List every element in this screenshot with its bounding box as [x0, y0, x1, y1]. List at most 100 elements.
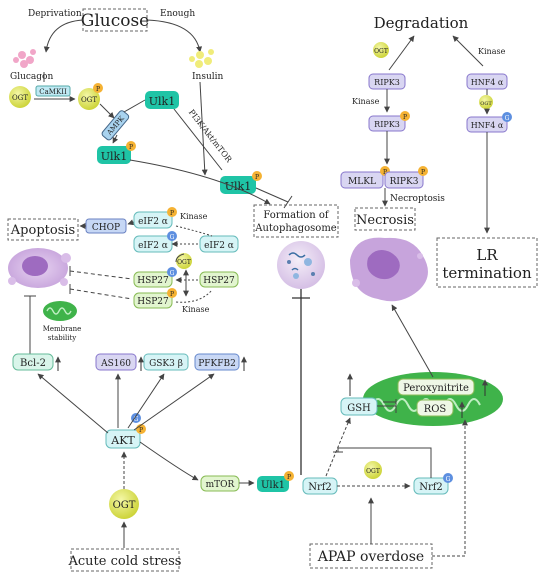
ulk1-box-right — [220, 176, 256, 194]
insulin-molecule-icon — [189, 49, 214, 68]
eif2a-p-box — [133, 211, 173, 229]
hsp27-p-box — [133, 292, 173, 309]
kinase-label-1: Kinase — [180, 212, 208, 221]
lr-termination-box — [436, 237, 538, 288]
ogt-circle-hsp — [176, 253, 192, 269]
kinase-label-4: Kinase — [352, 97, 380, 106]
p-badge: P — [96, 86, 100, 93]
p-badge: P — [255, 174, 259, 181]
mtor-label: mTOR — [206, 480, 235, 490]
ripk3-box-bottom — [384, 171, 424, 189]
deprivation-label: Deprivation — [28, 9, 82, 19]
ros-box — [416, 399, 454, 417]
apoptosis-label: Apoptosis — [10, 223, 75, 238]
pfkfb2-label: PFKFB2 — [198, 359, 236, 369]
g-badge: G — [505, 115, 510, 122]
insulin-label: Insulin — [192, 72, 224, 82]
ogt-label-5: OGT — [374, 48, 388, 55]
eif2a-box-right — [199, 235, 239, 253]
g-badge: G — [170, 234, 175, 241]
apoptosis-box — [7, 218, 79, 241]
lr-label-1: LR — [476, 246, 498, 264]
gsk3b-label: GSK3 β — [149, 359, 183, 369]
g-badge: G — [170, 270, 175, 277]
g-badge: G — [134, 416, 139, 423]
peroxynitrite-box — [397, 378, 475, 396]
nrf2-label-1: Nrf2 — [308, 482, 332, 493]
glucose-label: Glucose — [81, 11, 150, 31]
pfkfb2-box — [194, 353, 240, 371]
camkii-box — [35, 85, 71, 97]
p-badge: P — [421, 169, 425, 176]
membrane-label-2: stability — [48, 334, 77, 342]
autophagosome-icon — [277, 241, 325, 289]
ros-label: ROS — [424, 404, 447, 415]
ulk1-box-left — [97, 146, 131, 164]
as160-box — [95, 353, 137, 371]
glucagon-label: Glucagon — [10, 72, 53, 82]
hsp27-label-1: HSP27 — [137, 276, 169, 286]
ogt-label-6: OGT — [480, 101, 492, 107]
kinase-label-3: Kinase — [478, 47, 506, 56]
hsp27-label-3: HSP27 — [137, 297, 169, 307]
bcl2-box — [12, 353, 54, 371]
mlkl-box — [340, 171, 384, 189]
gsh-label: GSH — [347, 403, 371, 414]
kinase-label-2: Kinase — [182, 305, 210, 314]
eif2a-label-3: eIF2 α — [204, 241, 234, 251]
g-badge: G — [446, 476, 451, 483]
glucagon-molecule-icon — [13, 49, 36, 68]
enough-label: Enough — [160, 9, 195, 19]
ogt-circle-hnf — [479, 95, 493, 109]
chop-label: CHOP — [92, 223, 120, 233]
ogt-circle-degradation — [373, 42, 389, 58]
ogt-label-3: OGT — [177, 259, 191, 266]
gsk3b-box — [143, 353, 189, 371]
nrf2-label-2: Nrf2 — [419, 482, 443, 493]
ampk-box — [101, 110, 130, 141]
hsp27-box-right — [199, 271, 239, 288]
ogt-circle-nrf — [364, 461, 382, 479]
necroptosis-label: Necroptosis — [390, 194, 445, 204]
ogt-label-1: OGT — [12, 94, 28, 102]
camkii-label: CaMKII — [39, 88, 67, 96]
formation-box — [253, 204, 339, 238]
ogt-label-2: OGT — [81, 96, 97, 104]
ogt-circle-glucagon — [9, 86, 31, 108]
hnf4a-label-1: HNF4 α — [471, 78, 504, 87]
formation-label-2: Autophagosome — [254, 223, 337, 234]
hnf4a-label-2: HNF4 α — [471, 121, 504, 130]
as160-label: AS160 — [100, 359, 131, 369]
ripk3-label-3: RIPK3 — [390, 177, 419, 187]
formation-label-1: Formation of — [263, 210, 330, 221]
p-badge: P — [170, 291, 174, 298]
ripk3-label-1: RIPK3 — [374, 78, 400, 87]
eif2a-label-1: eIF2 α — [138, 217, 168, 227]
membrane-label-1: Membrane — [43, 325, 82, 333]
ripk3-label-2: RIPK3 — [374, 120, 400, 129]
akt-label: AKT — [110, 434, 135, 447]
necrosis-box — [354, 207, 416, 231]
p-badge: P — [170, 210, 174, 217]
ogt-circle-p — [78, 88, 100, 110]
acute-cold-stress-label: Acute cold stress — [68, 554, 182, 569]
hsp27-g-box — [133, 271, 173, 288]
ogt-label-4: OGT — [113, 500, 136, 511]
pi3k-label: PI3K/Akt/mTOR — [187, 108, 234, 165]
ulk1-label-bottom: Ulk1 — [261, 480, 285, 491]
ogt-circle-cold — [109, 489, 139, 519]
degradation-label: Degradation — [374, 14, 469, 32]
akt-box — [105, 429, 141, 449]
ulk1-label-center: Ulk1 — [149, 95, 175, 108]
lr-label-2: termination — [442, 264, 532, 282]
necrotic-cell-icon — [350, 237, 428, 302]
peroxynitrite-label: Peroxynitrite — [403, 383, 469, 394]
eif2a-label-2: eIF2 α — [138, 241, 168, 251]
mlkl-label: MLKL — [348, 177, 376, 187]
ogt-label-7: OGT — [366, 468, 380, 475]
p-badge: P — [129, 144, 133, 151]
ulk1-box-center — [145, 91, 179, 109]
p-badge: P — [403, 114, 407, 121]
